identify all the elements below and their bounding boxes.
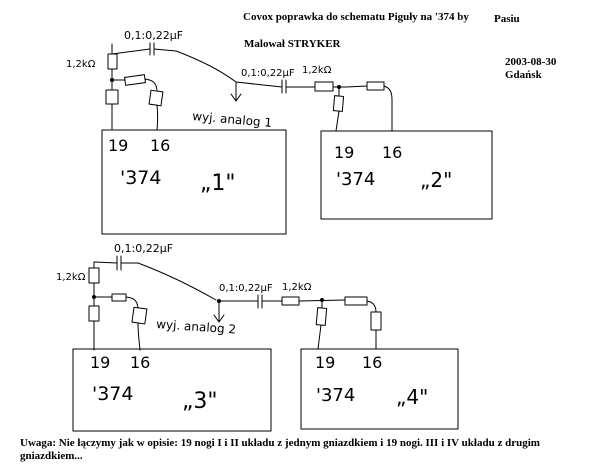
bottom-divider-network [88, 293, 148, 351]
bottom-main-capacitor-label: 0,1:0,22μF [114, 242, 173, 255]
bottom-output-label: wyj. analog 2 [156, 317, 237, 337]
chip-4-pin-19: 19 [315, 353, 335, 372]
top-output-arrow [230, 81, 242, 102]
page-title: Covox poprawka do schematu Piguły na '37… [243, 11, 469, 23]
date-label: 2003-08-30 [505, 56, 557, 68]
top-series-branch [235, 79, 393, 132]
chip-4-number: „4" [396, 385, 428, 409]
chip-3-number: „3" [182, 389, 218, 414]
chip-3-pin-19: 19 [90, 353, 110, 372]
bottom-series-cap-label: 0,1:0,22μF [219, 283, 273, 294]
chip-3-name: '374 [92, 383, 134, 405]
bottom-output-arrow [213, 299, 225, 323]
bottom-series-resistor-label: 1,2kΩ [282, 282, 312, 293]
bottom-circuit [72, 255, 459, 432]
top-series-resistor-label: 1,2kΩ [302, 65, 332, 76]
bottom-chip-3-box [72, 348, 272, 432]
bottom-left-resistor [88, 261, 100, 298]
top-chip-2-box [320, 130, 493, 220]
author-name: Pasiu [494, 13, 520, 25]
bottom-left-resistor-label: 1,2kΩ [56, 272, 86, 283]
bottom-series-branch [218, 294, 382, 350]
top-chip-1-box [101, 129, 287, 235]
bottom-chip-4-box [300, 348, 459, 430]
chip-2-number: „2" [420, 168, 452, 192]
chip-1-pin-19: 19 [108, 136, 128, 155]
top-left-resistor [107, 43, 118, 81]
warning-note: Uwaga: Nie łączymy jak w opisie: 19 nogi… [20, 437, 540, 462]
top-left-resistor-label: 1,2kΩ [66, 59, 96, 70]
chip-2-pin-16: 16 [382, 143, 402, 162]
chip-2-pin-19: 19 [334, 143, 354, 162]
chip-1-pin-16: 16 [150, 136, 170, 155]
top-output-label: wyj. analog 1 [192, 109, 273, 130]
chip-1-name: '374 [120, 167, 162, 189]
city-label: Gdańsk [505, 69, 542, 81]
chip-3-pin-16: 16 [130, 353, 150, 372]
bottom-main-capacitor [93, 255, 217, 301]
chip-2-name: '374 [336, 169, 375, 190]
top-main-capacitor [111, 42, 237, 83]
chip-4-name: '374 [316, 385, 355, 406]
top-main-capacitor-label: 0,1:0,22μF [124, 29, 183, 42]
drawn-by-credit: Malował STRYKER [244, 38, 341, 50]
top-circuit [101, 42, 493, 235]
chip-1-number: „1" [200, 171, 236, 196]
top-divider-network [105, 74, 164, 131]
top-series-cap-label: 0,1:0,22μF [241, 68, 295, 79]
chip-4-pin-16: 16 [362, 353, 382, 372]
